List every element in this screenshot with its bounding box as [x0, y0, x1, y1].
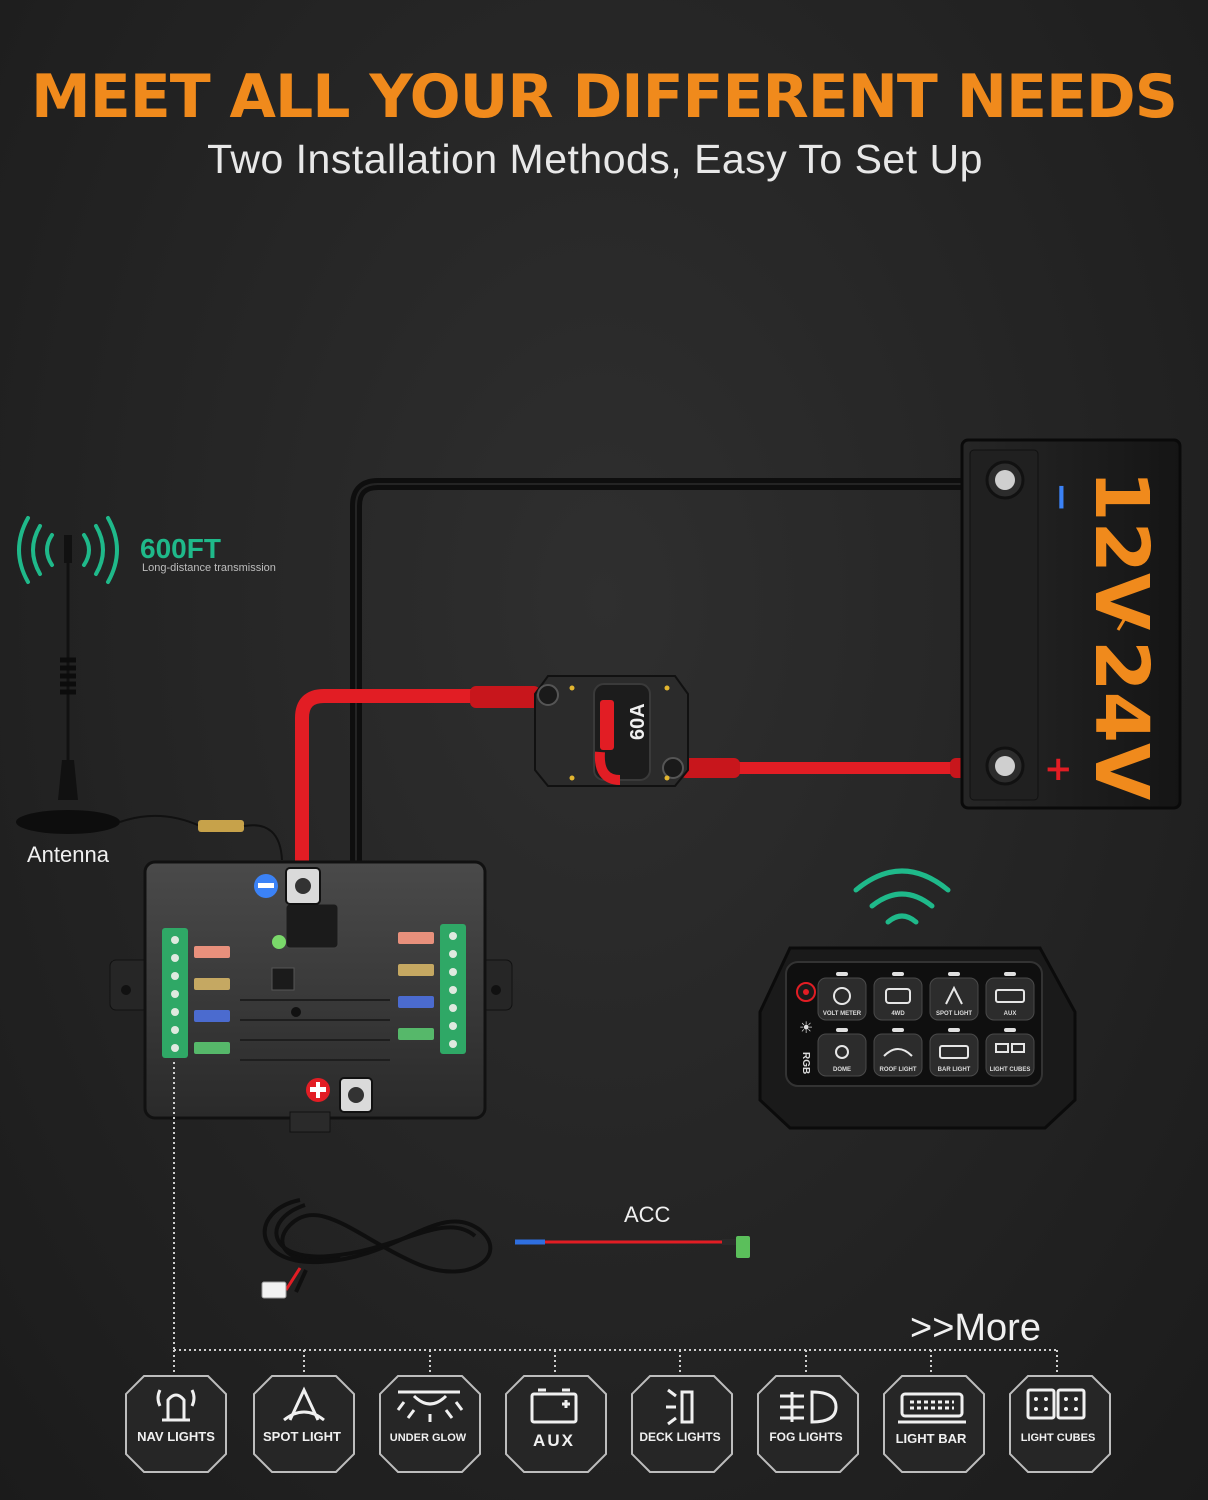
panel-button[interactable] — [873, 1028, 923, 1077]
breaker-rating: 60A — [627, 703, 649, 740]
accessory-label: DECK LIGHTS — [639, 1430, 720, 1444]
under-glow-icon — [396, 1390, 464, 1422]
light-bar-icon — [898, 1392, 966, 1424]
accessory-under-glow: UNDER GLOW — [379, 1375, 481, 1473]
wiring-harness — [262, 1198, 493, 1293]
acc-label: ACC — [624, 1202, 671, 1227]
page-title: MEET ALL YOUR DIFFERENT NEEDS — [31, 62, 1178, 132]
relay-box — [109, 860, 513, 1133]
panel-button[interactable] — [929, 972, 979, 1021]
accessory-label: LIGHT CUBES — [1021, 1432, 1096, 1444]
accessory-fog-lights: FOG LIGHTS — [757, 1375, 859, 1473]
accessory-label: AUX — [533, 1431, 575, 1450]
antenna-icon — [16, 535, 283, 861]
fog-light-icon — [780, 1390, 838, 1424]
sun-icon: ☀ — [799, 1018, 813, 1037]
positive-wire-a — [295, 689, 537, 877]
more-label: >>More — [910, 1307, 1041, 1349]
acc-fuse-tap — [515, 1236, 750, 1258]
accessory-spot-light: SPOT LIGHT — [253, 1375, 355, 1473]
panel-button-label: LIGHT CUBES — [990, 1067, 1031, 1073]
circuit-breaker — [534, 675, 689, 787]
accessory-deck-lights: DECK LIGHTS — [631, 1375, 733, 1473]
panel-button[interactable] — [873, 972, 923, 1021]
accessory-label: NAV LIGHTS — [137, 1429, 215, 1444]
spot-light-icon — [283, 1386, 325, 1422]
battery — [960, 438, 1182, 810]
panel-button-label: VOLT METER — [823, 1011, 862, 1017]
accessory-light-bar: LIGHT BAR — [883, 1375, 985, 1473]
range-label: 600FT — [140, 533, 221, 564]
distribution-lines — [173, 1062, 1058, 1374]
panel-button-label: 4WD — [891, 1011, 905, 1017]
signal-waves-panel-icon — [853, 868, 951, 925]
light-cubes-icon — [1026, 1388, 1086, 1420]
panel-button-label: ROOF LIGHT — [880, 1067, 917, 1073]
battery-positive-symbol: + — [1044, 749, 1073, 789]
accessory-aux: AUX — [505, 1375, 607, 1473]
panel-button[interactable] — [817, 1028, 867, 1077]
panel-button[interactable] — [929, 1028, 979, 1077]
accessory-light-cubes: LIGHT CUBES — [1009, 1375, 1111, 1473]
panel-button-label: BAR LIGHT — [938, 1067, 971, 1073]
range-caption: Long-distance transmission — [142, 562, 276, 574]
panel-button-label: AUX — [1004, 1011, 1017, 1017]
battery-aux-icon — [530, 1388, 578, 1424]
panel-button-label: SPOT LIGHT — [936, 1011, 972, 1017]
panel-side-label-rgb: RGB — [800, 1052, 811, 1074]
signal-waves-icon — [17, 516, 119, 584]
panel-button[interactable] — [817, 972, 867, 1021]
beacon-icon — [156, 1389, 196, 1422]
page-subtitle: Two Installation Methods, Easy To Set Up — [207, 136, 983, 182]
accessory-nav-lights: NAV LIGHTS — [125, 1375, 227, 1473]
antenna-label: Antenna — [27, 842, 110, 867]
accessory-label: SPOT LIGHT — [263, 1429, 341, 1444]
panel-button-label: DOME — [833, 1067, 851, 1073]
accessory-label: UNDER GLOW — [390, 1432, 467, 1444]
accessory-label: FOG LIGHTS — [769, 1430, 842, 1444]
deck-light-icon — [666, 1388, 694, 1426]
battery-voltage-12v: 12V — [1078, 470, 1164, 630]
battery-voltage-24v: 24V — [1078, 640, 1164, 800]
accessory-label: LIGHT BAR — [896, 1431, 967, 1446]
connector-plug — [261, 1281, 287, 1299]
panel-button[interactable] — [985, 972, 1035, 1021]
battery-negative-symbol: − — [1041, 482, 1082, 512]
panel-button-grid: VOLT METER 4WD SPOT LIGHT AUX DOME ROOF … — [817, 972, 1035, 1077]
